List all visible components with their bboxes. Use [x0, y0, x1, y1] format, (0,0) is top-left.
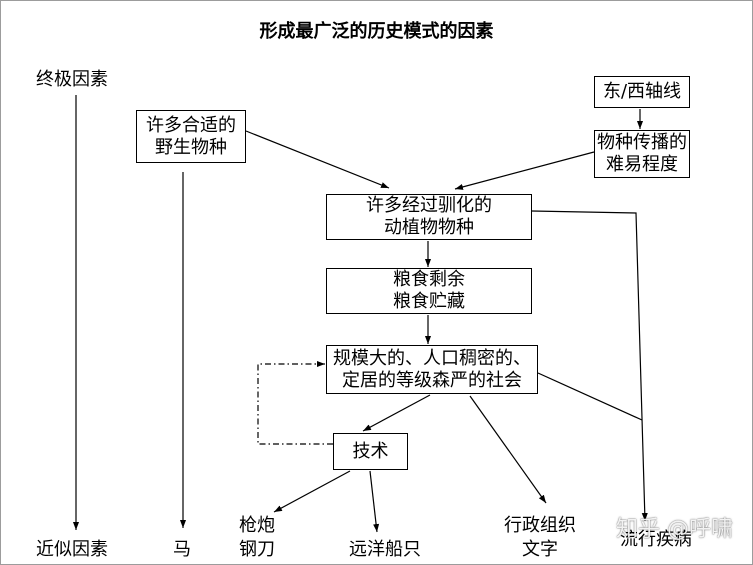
node-domesticated-line-1: 许多经过驯化的	[366, 195, 492, 216]
outcome-administration: 行政组织 文字	[490, 514, 590, 562]
outcome-administration-line-2: 文字	[522, 539, 558, 560]
outcome-weapons-line-2: 钢刀	[239, 539, 275, 560]
node-wild-species-line-1: 许多合适的	[146, 114, 236, 136]
outcome-epidemic-disease-line-1: 流行疾病	[620, 529, 692, 550]
node-technology-line-1: 技术	[352, 440, 389, 462]
arrow-technology-to-ships	[369, 470, 380, 533]
node-ease-of-spread-line-2: 难易程度	[606, 154, 678, 175]
node-ease-of-spread-line-1: 物种传播的	[597, 132, 687, 153]
arrow-ease-of-spread-to-domesticated	[454, 151, 595, 190]
diagram-title: 形成最广泛的历史模式的因素	[259, 21, 494, 42]
arrow-domesticated-to-disease	[531, 210, 648, 522]
node-food-surplus-line-2: 粮食贮藏	[393, 291, 465, 312]
node-society-line-2: 定居的等级森严的社会	[342, 369, 522, 391]
outcome-weapons-line-1: 枪炮	[239, 515, 275, 536]
node-domesticated-species: 许多经过驯化的 动植物物种	[326, 194, 532, 240]
arrow-technology-feedback-to-society	[257, 360, 333, 445]
proximate-factors-label: 近似因素	[36, 539, 108, 560]
node-wild-species: 许多合适的 野生物种	[136, 110, 246, 163]
node-food-surplus-line-1: 粮食剩余	[393, 269, 465, 290]
outcome-horses-line-1: 马	[173, 539, 191, 560]
node-wild-species-line-2: 野生物种	[155, 136, 227, 158]
arrow-wild-species-to-domesticated	[245, 130, 390, 189]
outcome-epidemic-disease: 流行疾病	[606, 528, 706, 552]
outcome-horses: 马	[162, 538, 202, 562]
outcome-weapons: 枪炮 钢刀	[217, 514, 297, 562]
outcome-ships-line-1: 远洋船只	[349, 539, 421, 560]
node-food-surplus: 粮食剩余 粮食贮藏	[326, 268, 532, 314]
arrow-technology-to-weapons	[273, 470, 351, 513]
watermark: 知乎 @呼啸	[616, 517, 733, 542]
outcome-ships: 远洋船只	[335, 538, 435, 562]
ultimate-factors-label: 终极因素	[36, 69, 108, 90]
node-complex-society: 规模大的、人口稠密的、 定居的等级森严的社会	[326, 345, 538, 394]
node-east-west-axis-line-1: 东/西轴线	[602, 81, 682, 102]
arrow-society-to-administration	[469, 395, 547, 504]
node-technology: 技术	[333, 433, 408, 470]
node-domesticated-line-2: 动植物物种	[384, 217, 474, 238]
arrow-society-to-technology	[362, 394, 431, 432]
node-ease-of-spread: 物种传播的 难易程度	[594, 130, 690, 178]
outcome-administration-line-1: 行政组织	[504, 515, 576, 536]
line-society-to-disease	[537, 372, 643, 421]
node-east-west-axis: 东/西轴线	[594, 76, 690, 108]
node-society-line-1: 规模大的、人口稠密的、	[333, 347, 531, 369]
